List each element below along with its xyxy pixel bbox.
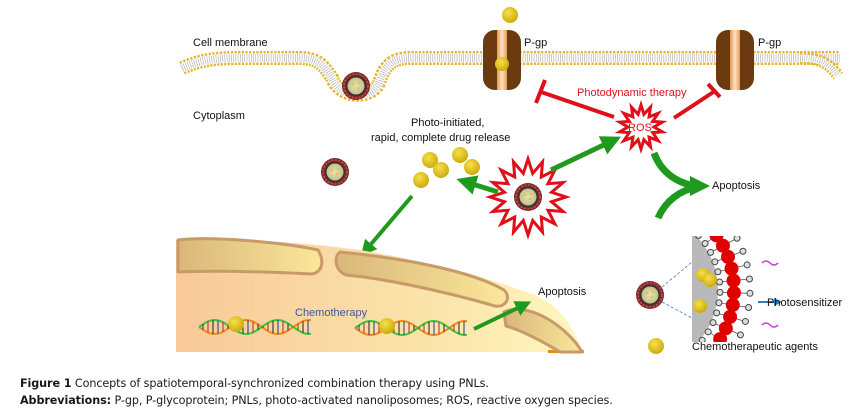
nanoliposome-inset	[635, 236, 782, 342]
photosensitizer-label: Photosensitizer	[767, 297, 843, 309]
inhibition-arrow-right	[672, 82, 722, 120]
activated-nanoliposome	[513, 182, 543, 212]
ros-label: ROS	[628, 122, 652, 134]
release-label-line2: rapid, complete drug release	[371, 132, 510, 144]
nucleus-delivery-arrow	[360, 194, 414, 257]
inhibition-arrow-left	[534, 79, 615, 119]
pgp-left-label: P-gp	[524, 37, 547, 49]
free-nanoliposome	[320, 157, 350, 187]
effluxed-drug	[502, 7, 518, 23]
chemo-agent-legend-icon	[648, 338, 664, 354]
release-label-line1: Photo-initiated,	[411, 117, 484, 129]
ros-burst	[614, 99, 668, 155]
chemo-agents-label: Chemotherapeutic agents	[692, 341, 818, 353]
release-arrow	[456, 175, 499, 195]
apoptosis-arrowhead	[690, 176, 710, 196]
figure-number: Figure 1	[20, 377, 72, 390]
abbreviations-text: P-gp, P-glycoprotein; PNLs, photo-activa…	[111, 394, 613, 407]
abbreviations-label: Abbreviations:	[20, 394, 112, 407]
endocytosed-nanoliposome	[341, 71, 371, 101]
ros-generation-arrow	[549, 136, 622, 173]
drug-molecule	[495, 57, 509, 71]
released-drugs	[413, 147, 480, 188]
p-glycoprotein-right	[716, 30, 754, 90]
ros-apoptosis-branch	[650, 151, 695, 190]
apoptosis-ros-label: Apoptosis	[712, 180, 761, 192]
nuclear-membrane	[176, 237, 584, 354]
p-glycoprotein-left	[483, 30, 521, 90]
inset-nanoliposome	[635, 280, 665, 310]
chemotherapy-label: Chemotherapy	[295, 307, 368, 319]
cytoplasm-label: Cytoplasm	[193, 110, 245, 122]
dna-bound-drug	[228, 316, 244, 332]
figure-caption: Figure 1 Concepts of spatiotemporal-sync…	[20, 377, 489, 390]
therapy-diagram: Cell membrane Cytoplasm P-gp P-gp Photod…	[176, 7, 856, 354]
dna-bound-drug	[379, 318, 395, 334]
cell-membrane-label: Cell membrane	[193, 37, 268, 49]
apoptosis-chemo-label: Apoptosis	[538, 286, 587, 298]
pgp-right-label: P-gp	[758, 37, 781, 49]
dna-strand-right	[354, 319, 468, 337]
figure-title: Concepts of spatiotemporal-synchronized …	[71, 377, 489, 390]
photosensitizer-molecule	[761, 260, 779, 266]
photodynamic-therapy-label: Photodynamic therapy	[577, 87, 687, 99]
chemo-apoptosis-arrow	[473, 301, 532, 331]
abbreviations-caption: Abbreviations: P-gp, P-glycoprotein; PNL…	[20, 394, 613, 407]
dna-strand-left	[198, 318, 312, 336]
photosensitizer-molecule	[761, 322, 779, 328]
